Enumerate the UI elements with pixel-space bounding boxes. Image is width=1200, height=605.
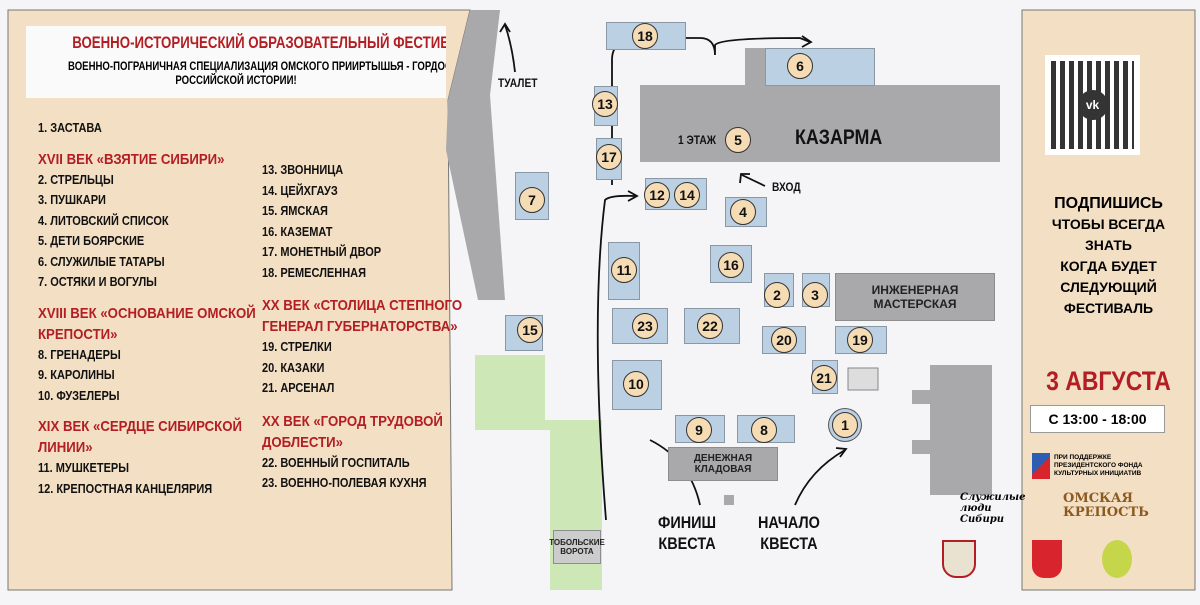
grey-strip xyxy=(446,10,505,300)
legend-item: 3. ПУШКАРИ xyxy=(38,193,106,207)
workshop-building: ИНЖЕНЕРНАЯ МАСТЕРСКАЯ xyxy=(835,273,995,321)
barracks-label: КАЗАРМА xyxy=(795,126,883,149)
legend-item: 23. ВОЕННО-ПОЛЕВАЯ КУХНЯ xyxy=(262,476,427,490)
legend-item: 19. СТРЕЛКИ xyxy=(262,340,332,354)
fund-logo: ПРИ ПОДДЕРЖКЕ ПРЕЗИДЕНТСКОГО ФОНДА КУЛЬТ… xyxy=(1032,453,1144,479)
marker-18[interactable]: 18 xyxy=(632,23,658,49)
omsk-region-coat-icon xyxy=(1032,540,1062,578)
start-label: НАЧАЛО КВЕСТА xyxy=(758,512,820,554)
legend-item: 6. СЛУЖИЛЫЕ ТАТАРЫ xyxy=(38,254,165,269)
legend-heading: XVIII ВЕК «ОСНОВАНИЕ ОМСКОЙ xyxy=(38,304,256,322)
subscribe-line: ЗНАТЬ xyxy=(1085,237,1132,253)
marker-8[interactable]: 8 xyxy=(751,417,777,443)
legend-heading: ГЕНЕРАЛ ГУБЕРНАТОРСТВА» xyxy=(262,318,458,335)
entrance-label: ВХОД xyxy=(772,180,801,194)
legend-col2: 13. ЗВОННИЦА 14. ЦЕЙХГАУЗ 15. ЯМСКАЯ 16.… xyxy=(262,160,462,494)
marker-1[interactable]: 1 xyxy=(832,412,858,438)
green-emblem-icon xyxy=(1102,540,1132,578)
legend-item: 11. МУШКЕТЕРЫ xyxy=(38,461,130,475)
floor-label: 1 ЭТАЖ xyxy=(678,133,716,147)
marker-13[interactable]: 13 xyxy=(592,91,618,117)
start-line1: НАЧАЛО xyxy=(758,513,820,532)
marker-4[interactable]: 4 xyxy=(730,199,756,225)
legend-item: 20. КАЗАКИ xyxy=(262,360,325,375)
subtitle-1: ВОЕННО-ПОГРАНИЧНАЯ СПЕЦИАЛИЗАЦИЯ ОМСКОГО… xyxy=(68,59,446,73)
legend-item: 22. ВОЕННЫЙ ГОСПИТАЛЬ xyxy=(262,455,410,470)
logo-sluzhilye: Служилые люди Сибири xyxy=(960,492,1026,525)
legend-item: 5. ДЕТИ БОЯРСКИЕ xyxy=(38,234,145,248)
legend-item: 10. ФУЗЕЛЕРЫ xyxy=(38,388,120,403)
legend-item: 2. СТРЕЛЬЦЫ xyxy=(38,172,114,187)
legend-item: 17. МОНЕТНЫЙ ДВОР xyxy=(262,245,382,259)
logo-omsk-fortress: ОМСКАЯ КРЕПОСТЬ xyxy=(1063,491,1149,520)
legend-item: 13. ЗВОННИЦА xyxy=(262,163,344,177)
marker-16[interactable]: 16 xyxy=(718,252,744,278)
marker-17[interactable]: 17 xyxy=(596,144,622,170)
marker-14[interactable]: 14 xyxy=(674,182,700,208)
marker-5[interactable]: 5 xyxy=(725,127,751,153)
legend-item: 15. ЯМСКАЯ xyxy=(262,204,328,218)
subtitle-2: РОССИЙСКОЙ ИСТОРИИ! xyxy=(175,73,297,87)
marker-2[interactable]: 2 xyxy=(764,282,790,308)
gate-label-2: ВОРОТА xyxy=(560,547,594,556)
marker-11[interactable]: 11 xyxy=(611,257,637,283)
marker-3[interactable]: 3 xyxy=(802,282,828,308)
finish-label: ФИНИШ КВЕСТА xyxy=(658,512,716,554)
event-time: С 13:00 - 18:00 xyxy=(1030,405,1165,433)
marker-21[interactable]: 21 xyxy=(811,365,837,391)
title-box: ВОЕННО-ИСТОРИЧЕСКИЙ ОБРАЗОВАТЕЛЬНЫЙ ФЕСТ… xyxy=(26,26,446,98)
qr-code[interactable]: vk xyxy=(1045,55,1140,155)
legend-col1: 1. ЗАСТАВА XVII ВЕК «ВЗЯТИЕ СИБИРИ» 2. С… xyxy=(38,118,256,499)
legend-item: 4. ЛИТОВСКИЙ СПИСОК xyxy=(38,213,169,228)
legend-item: 21. АРСЕНАЛ xyxy=(262,381,335,395)
marker-10[interactable]: 10 xyxy=(623,371,649,397)
treasury-building: ДЕНЕЖНАЯ КЛАДОВАЯ xyxy=(668,447,778,481)
finish-line2: КВЕСТА xyxy=(658,534,716,553)
subscribe-line: ЧТОБЫ ВСЕГДА xyxy=(1051,216,1166,232)
finish-line1: ФИНИШ xyxy=(658,513,717,532)
marker-15[interactable]: 15 xyxy=(517,317,543,343)
legend-heading: XIX ВЕК «СЕРДЦЕ СИБИРСКОЙ xyxy=(38,418,242,435)
legend-item: 9. КАРОЛИНЫ xyxy=(38,368,115,382)
building-6 xyxy=(765,48,875,86)
marker-19[interactable]: 19 xyxy=(847,327,873,353)
gate-label-1: ТОБОЛЬСКИЕ xyxy=(549,538,605,547)
legend-item: 12. КРЕПОСТНАЯ КАНЦЕЛЯРИЯ xyxy=(38,481,213,496)
subscribe-line: КОГДА БУДЕТ xyxy=(1060,258,1157,274)
left-panel xyxy=(7,9,471,591)
right-panel xyxy=(1021,9,1196,591)
festival-title: ВОЕННО-ИСТОРИЧЕСКИЙ ОБРАЗОВАТЕЛЬНЫЙ ФЕСТ… xyxy=(72,33,446,52)
subscribe-line: СЛЕДУЮЩИЙ xyxy=(1060,279,1157,295)
legend-item: 8. ГРЕНАДЕРЫ xyxy=(38,347,121,362)
legend-heading: XX ВЕК «СТОЛИЦА СТЕПНОГО xyxy=(262,297,463,314)
legend-item: 7. ОСТЯКИ И ВОГУЛЫ xyxy=(38,275,157,289)
legend-heading: XX ВЕК «ГОРОД ТРУДОВОЙ xyxy=(262,412,443,430)
marker-6[interactable]: 6 xyxy=(787,53,813,79)
toilet-label: ТУАЛЕТ xyxy=(498,76,538,90)
marker-12[interactable]: 12 xyxy=(644,182,670,208)
marker-9[interactable]: 9 xyxy=(686,417,712,443)
legend-item: 14. ЦЕЙХГАУЗ xyxy=(262,183,338,198)
start-line2: КВЕСТА xyxy=(760,534,818,553)
marker-20[interactable]: 20 xyxy=(771,327,797,353)
event-date: 3 АВГУСТА xyxy=(1046,366,1171,396)
legend-item: 18. РЕМЕСЛЕННАЯ xyxy=(262,265,366,280)
marker-23[interactable]: 23 xyxy=(632,313,658,339)
marker-7[interactable]: 7 xyxy=(519,187,545,213)
subscribe-line: ПОДПИШИСЬ xyxy=(1054,195,1163,212)
fund-text: ПРИ ПОДДЕРЖКЕ ПРЕЗИДЕНТСКОГО ФОНДА КУЛЬТ… xyxy=(1054,454,1143,477)
omsk-city-coat-icon xyxy=(942,540,976,578)
subscribe-line: ФЕСТИВАЛЬ xyxy=(1063,300,1154,316)
subscribe-text: ПОДПИШИСЬ ЧТОБЫ ВСЕГДА ЗНАТЬ КОГДА БУДЕТ… xyxy=(1022,193,1195,319)
legend-heading: XVII ВЕК «ВЗЯТИЕ СИБИРИ» xyxy=(38,150,225,168)
legend-item: 16. КАЗЕМАТ xyxy=(262,224,333,239)
legend-item: 1. ЗАСТАВА xyxy=(38,121,102,135)
marker-22[interactable]: 22 xyxy=(697,313,723,339)
legend-heading: ЛИНИИ» xyxy=(38,439,93,456)
vk-icon: vk xyxy=(1077,90,1108,120)
fund-flag-icon xyxy=(1032,453,1050,479)
legend-heading: КРЕПОСТИ» xyxy=(38,325,118,343)
legend-heading: ДОБЛЕСТИ» xyxy=(262,433,344,451)
